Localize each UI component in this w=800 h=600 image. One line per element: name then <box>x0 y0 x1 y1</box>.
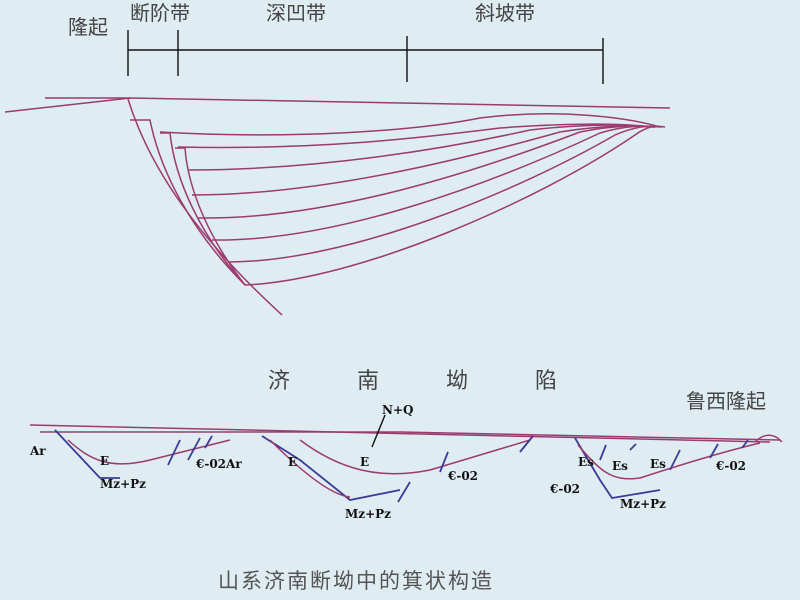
fault-e <box>439 451 449 473</box>
zone-header: 隆起 断阶带 深凹带 斜坡带 <box>68 1 604 84</box>
basin-3-fill <box>577 442 761 480</box>
zone-label-slope: 斜坡带 <box>475 1 535 25</box>
label-e-1: E <box>100 454 109 468</box>
step-fault-3 <box>175 147 246 286</box>
basin-3-floor <box>574 437 661 499</box>
step-fault-2 <box>160 132 246 286</box>
fault-f <box>519 435 534 453</box>
stratum-line-3 <box>187 124 656 171</box>
label-es-1: Es <box>578 455 594 469</box>
zone-label-deep-sag: 深凹带 <box>266 1 326 25</box>
label-mz-pz-3: Mz+Pz <box>620 497 666 511</box>
basin-1-floor <box>54 429 120 479</box>
label-ar: Ar <box>29 444 46 458</box>
zone-label-fault-step: 断阶带 <box>130 1 190 25</box>
fault-g <box>599 444 607 461</box>
label-cam-o2-3: €-02 <box>715 459 746 473</box>
step-fault-1 <box>130 119 246 286</box>
label-es-2: Es <box>612 459 628 473</box>
stratum-line-6 <box>211 125 661 241</box>
fault-d <box>397 481 411 503</box>
section-base-line <box>40 431 781 441</box>
label-n-q: N+Q <box>382 403 413 417</box>
fault-a <box>167 439 181 466</box>
label-mz-pz-1: Mz+Pz <box>100 477 146 491</box>
basin-2-floor <box>261 435 401 501</box>
stratum-line-1 <box>159 113 661 136</box>
basin-2-upper <box>299 439 531 475</box>
stratum-line-7 <box>227 125 663 263</box>
label-cam-o2-ar: €-02Ar <box>195 457 242 471</box>
fault-b <box>187 437 201 461</box>
uplift-label: 鲁西隆起 <box>686 389 766 413</box>
jinan-depression-section: 济 南 坳 陷 鲁西隆起 Ar E Mz+Pz €-02Ar E <box>29 369 783 521</box>
main-fault-line <box>127 98 283 316</box>
stratum-line-5 <box>197 125 656 219</box>
stratum-line-8 <box>244 125 666 286</box>
figure-caption: 山系济南断坳中的箕状构造 <box>218 569 494 593</box>
fault-i <box>669 449 681 471</box>
label-mz-pz-2: Mz+Pz <box>345 507 391 521</box>
section-surface-line <box>29 424 771 443</box>
fault-h <box>629 443 637 451</box>
basin-2-fill <box>269 439 351 498</box>
label-e-2: E <box>288 455 297 469</box>
depression-title: 济 南 坳 陷 <box>268 369 587 394</box>
zone-scale-bar <box>127 30 604 84</box>
label-e-3: E <box>360 455 369 469</box>
half-graben-cross-section <box>4 97 671 316</box>
fault-j <box>709 443 719 459</box>
uplift-bump <box>754 434 783 443</box>
fault-c <box>204 435 213 449</box>
basin-1-fill <box>67 439 231 465</box>
nq-pointer <box>371 414 386 448</box>
zone-label-uplift: 隆起 <box>68 15 108 39</box>
fault-k <box>741 439 749 449</box>
label-cam-o2-1: €-02 <box>447 469 478 483</box>
label-es-3: Es <box>650 457 666 471</box>
ground-surface-line <box>4 97 671 113</box>
label-cam-o2-2: €-02 <box>549 482 580 496</box>
stratum-line-2 <box>177 123 651 149</box>
